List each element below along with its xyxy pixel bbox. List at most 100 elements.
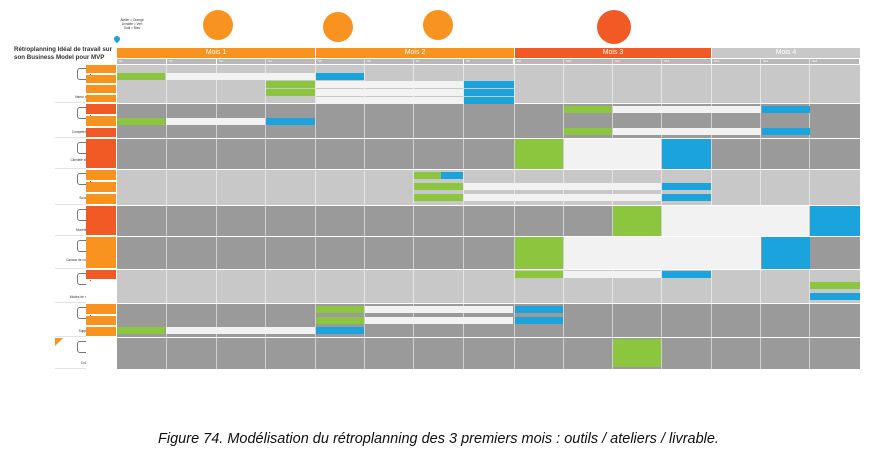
outil-bar: [810, 206, 860, 236]
sub-row-label: [86, 65, 116, 74]
week-header: S12: [662, 59, 711, 64]
theme-label: Coûts: [80, 361, 90, 365]
livrable-bar: [414, 194, 463, 201]
legend-atelier: Atelier = Orange: [120, 18, 144, 22]
atelier-bar: [316, 97, 463, 104]
sub-row-label: [86, 128, 116, 138]
atelier-bar: [316, 89, 463, 96]
month-header-1: Mois 1: [117, 48, 315, 58]
sub-row-label: [86, 293, 116, 303]
lightbulb-icon: [77, 68, 91, 80]
legend-livrable: Livrable = Vert: [121, 22, 143, 27]
column-separator: [809, 59, 810, 369]
theme-label: Clientèle stratégique: [70, 158, 100, 162]
outil-bar: [662, 194, 711, 201]
week-header: S10: [564, 59, 613, 64]
livrable-bar: [515, 139, 563, 169]
column-separator: [413, 59, 414, 369]
week-header: S8: [464, 59, 513, 64]
sub-row-label: [86, 316, 116, 326]
livrable-bar: [810, 282, 860, 289]
livrable-bar: [515, 271, 563, 278]
sub-row-label: [86, 281, 116, 292]
outil-bar: [464, 81, 514, 88]
sub-row-label: [86, 270, 116, 280]
theme-label: Modes de distribution: [69, 295, 101, 299]
month-header-2: Mois 2: [316, 48, 514, 58]
week-header: S14: [761, 59, 810, 64]
outil-bar: [762, 237, 810, 269]
outil-bar: [762, 106, 810, 113]
column-separator: [463, 59, 464, 369]
atelier-bar: [365, 317, 513, 324]
atelier-bar: [464, 194, 661, 201]
milestone-bubble: [423, 10, 453, 40]
livrable-bar: [564, 128, 612, 135]
outil-bar: [316, 73, 364, 80]
livrable-bar: [117, 327, 165, 334]
week-header: S11: [613, 59, 662, 64]
sub-row-label: [86, 182, 116, 193]
atelier-bar: [564, 237, 761, 269]
livrable-bar: [414, 172, 463, 179]
outil-bar: [662, 139, 711, 169]
column-separator: [265, 59, 266, 369]
livrable-bar: [117, 73, 165, 80]
figure-caption: Figure 74. Modélisation du rétroplanning…: [158, 431, 719, 447]
milestone-bubble: [597, 10, 631, 44]
week-header: S2: [167, 59, 216, 64]
livrable-bar: [564, 106, 612, 113]
livrable-bar: [515, 237, 563, 269]
legend-outil: Outil = Bleu: [123, 26, 141, 31]
sub-row-label: [86, 327, 116, 337]
theme-label: Solution: [79, 196, 91, 200]
atelier-bar: [166, 327, 315, 334]
column-separator: [364, 59, 365, 369]
week-header: S7: [414, 59, 463, 64]
band-distribution: [117, 270, 860, 303]
legend: Atelier = Orange Livrable = Vert Outil =…: [114, 18, 150, 31]
atelier-bar: [316, 81, 463, 88]
atelier-bar: [662, 206, 809, 236]
week-header: S6: [365, 59, 414, 64]
column-separator: [563, 59, 564, 369]
livrable-bar: [414, 183, 463, 190]
outil-bar: [662, 271, 711, 278]
week-header: S3: [217, 59, 266, 64]
outil-bar: [515, 306, 563, 313]
atelier-bar: [613, 128, 761, 135]
sub-row-label: [86, 104, 116, 115]
column-separator: [661, 59, 662, 369]
page-title: Rétroplanning Idéal de travail sur son B…: [14, 46, 112, 61]
outil-bar: [762, 128, 810, 135]
livrable-bar: [316, 306, 364, 313]
sub-row-label: [86, 304, 116, 315]
atelier-bar: [166, 118, 265, 125]
sub-row-label: [86, 139, 116, 169]
livrable-bar: [613, 339, 661, 367]
week-header: S13: [712, 59, 761, 64]
column-separator: [166, 59, 167, 369]
theme-label: Monétisation: [75, 228, 95, 232]
outil-bar: [464, 97, 514, 104]
column-separator: [514, 59, 515, 369]
livrable-bar: [266, 81, 315, 88]
outil-bar: [810, 293, 860, 300]
theme-label: Canaux de communication: [66, 258, 104, 262]
band-clientele: [117, 139, 860, 169]
theme-label: Supports: [78, 329, 92, 333]
outil-bar: [662, 183, 711, 190]
theme-label: Compétences clés: [71, 130, 99, 134]
column-separator: [216, 59, 217, 369]
month-header-3: Mois 3: [515, 48, 711, 58]
band-couts: [117, 338, 860, 369]
week-header: S15: [810, 59, 859, 64]
month-header-4: Mois 4: [712, 48, 860, 58]
milestone-bubble: [323, 12, 353, 42]
week-header: S5: [316, 59, 365, 64]
atelier-bar: [564, 271, 661, 278]
livrable-bar: [266, 89, 315, 96]
sub-row-label: [86, 75, 116, 84]
sub-row-label: [86, 338, 116, 369]
livrable-bar: [316, 317, 364, 324]
